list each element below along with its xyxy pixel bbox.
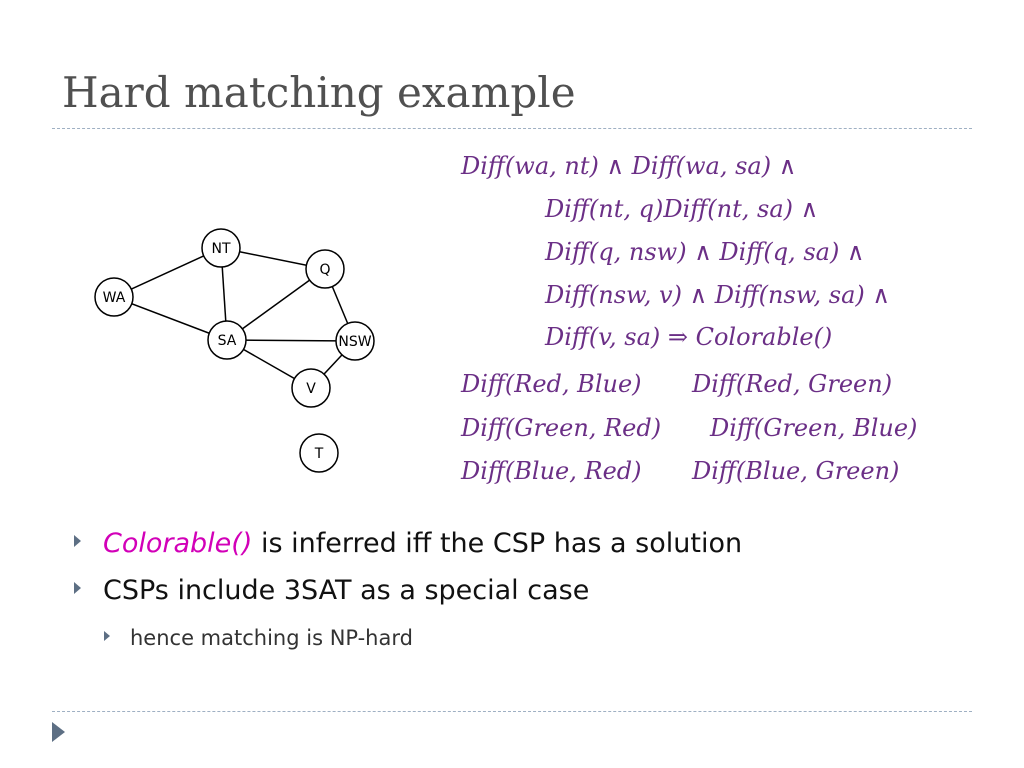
node-t: T [299, 433, 339, 473]
sub-bullet-item: hence matching is NP-hard [104, 626, 413, 650]
bullet-text: is inferred iff the CSP has a solution [252, 528, 743, 559]
rule-line-2: Diff(nt, q)Diff(nt, sa) ∧ [545, 195, 819, 223]
svg-text:NT: NT [211, 241, 230, 257]
bullet-text: hence matching is NP-hard [130, 626, 413, 650]
fact-1a: Diff(Red, Blue) [461, 370, 642, 398]
svg-text:Q: Q [319, 262, 330, 278]
svg-text:T: T [314, 446, 324, 462]
map-coloring-graph: WA NT Q SA NSW V T [94, 228, 375, 473]
rule-line-4: Diff(nsw, v) ∧ Diff(nsw, sa) ∧ [545, 281, 890, 309]
node-wa: WA [94, 277, 134, 317]
svg-text:SA: SA [218, 333, 237, 349]
bullet-item: CSPs include 3SAT as a special case [74, 575, 589, 606]
footer-divider [52, 711, 972, 712]
fact-2b: Diff(Green, Blue) [710, 414, 918, 442]
edge-wa-sa [113, 296, 228, 341]
fact-1b: Diff(Red, Green) [692, 370, 893, 398]
bullet-item: Colorable() is inferred iff the CSP has … [74, 528, 742, 559]
rule-line-5: Diff(v, sa) ⇒ Colorable() [545, 323, 833, 351]
node-nt: NT [201, 228, 241, 268]
edge-sa-nsw [226, 339, 356, 342]
title-divider [52, 128, 972, 129]
svg-text:WA: WA [103, 290, 126, 306]
nav-arrow-icon[interactable] [52, 722, 65, 742]
svg-text:NSW: NSW [338, 334, 371, 350]
fact-3a: Diff(Blue, Red) [461, 457, 642, 485]
bullet-arrow-icon [104, 631, 110, 641]
node-v: V [291, 368, 331, 408]
rule-line-3: Diff(q, nsw) ∧ Diff(q, sa) ∧ [545, 238, 865, 266]
rule-line-1: Diff(wa, nt) ∧ Diff(wa, sa) ∧ [461, 152, 797, 180]
slide-title: Hard matching example [62, 68, 576, 117]
node-q: Q [305, 249, 345, 289]
svg-text:V: V [306, 381, 316, 397]
fact-3b: Diff(Blue, Green) [692, 457, 900, 485]
highlight-term: Colorable() [103, 528, 253, 559]
bullet-text: CSPs include 3SAT as a special case [103, 575, 590, 606]
node-nsw: NSW [335, 321, 375, 361]
edge-q-sa [226, 268, 326, 341]
node-sa: SA [207, 320, 247, 360]
bullet-arrow-icon [74, 582, 81, 594]
bullet-arrow-icon [74, 535, 81, 547]
fact-2a: Diff(Green, Red) [461, 414, 662, 442]
